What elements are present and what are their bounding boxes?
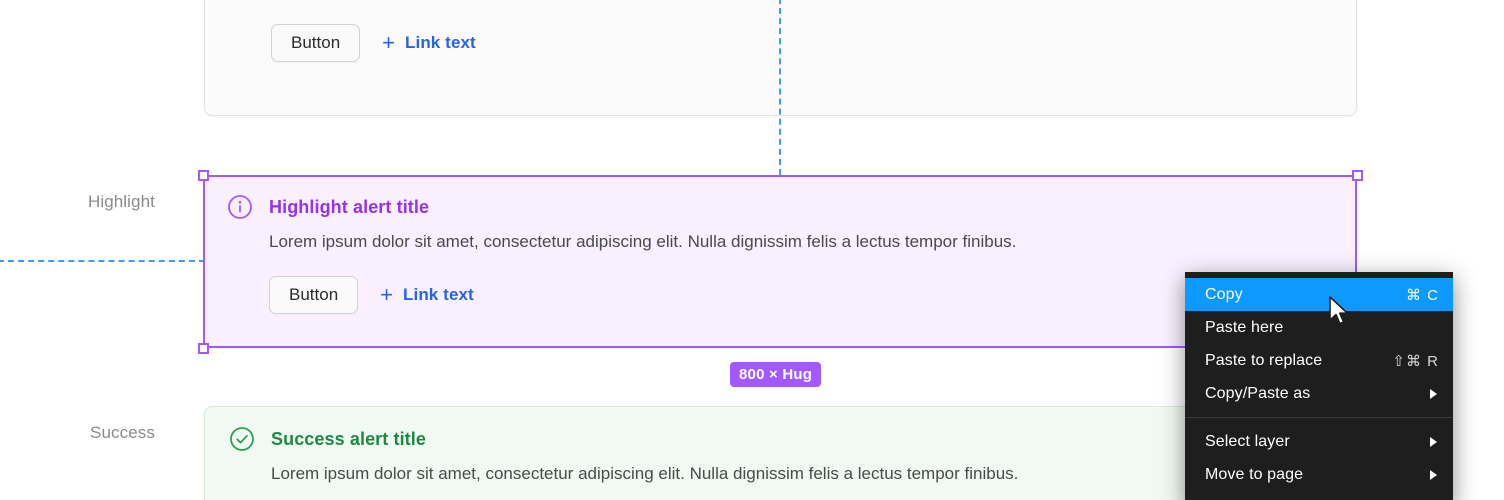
alert-header: Highlight alert title <box>227 193 1333 221</box>
context-menu-item-move-to-page[interactable]: Move to page <box>1185 458 1453 491</box>
info-circle-icon <box>227 194 253 220</box>
selection-handle-top-left[interactable] <box>198 170 209 181</box>
alert-link-label: Link text <box>403 285 474 304</box>
alert-body-text: Lorem ipsum dolor sit amet, consectetur … <box>271 464 1019 483</box>
context-menu-item-paste-here[interactable]: Paste here <box>1185 311 1453 344</box>
context-menu-item-label: Move to page <box>1205 465 1304 483</box>
plus-icon: + <box>380 282 394 307</box>
alert-card-highlight[interactable]: Highlight alert title Lorem ipsum dolor … <box>203 175 1357 348</box>
alert-card-success[interactable]: Success alert title Lorem ipsum dolor si… <box>204 406 1357 500</box>
context-menu-item-paste-to-replace[interactable]: Paste to replace ⇧⌘ R <box>1185 344 1453 377</box>
selection-handle-top-right[interactable] <box>1352 170 1363 181</box>
context-menu-item-label: Copy <box>1205 285 1243 303</box>
context-menu-item-label: Paste to replace <box>1205 351 1323 369</box>
alert-title: Success alert title <box>271 428 426 449</box>
context-menu-item-label: Paste here <box>1205 318 1284 336</box>
alignment-guide-horizontal <box>0 260 205 262</box>
alert-actions: Button + Link text <box>269 276 1333 314</box>
context-menu-item-select-layer[interactable]: Select layer <box>1185 425 1453 458</box>
alert-body-text: Lorem ipsum dolor sit amet, consectetur … <box>271 0 1332 2</box>
selection-handle-bottom-left[interactable] <box>198 343 209 354</box>
context-menu-item-label: Select layer <box>1205 432 1290 450</box>
row-label-success: Success <box>90 423 155 442</box>
alert-button[interactable]: Button <box>271 24 361 62</box>
alignment-guide-vertical <box>779 0 781 175</box>
context-menu-separator <box>1185 417 1453 418</box>
alert-body-text: Lorem ipsum dolor sit amet, consectetur … <box>269 232 1017 251</box>
chevron-right-icon <box>1430 388 1437 399</box>
context-menu[interactable]: Copy ⌘ C Paste here Paste to replace ⇧⌘ … <box>1185 272 1453 500</box>
selection-size-badge: 800 × Hug <box>730 362 822 387</box>
alert-link[interactable]: + Link text <box>382 32 476 54</box>
alert-link[interactable]: + Link text <box>380 284 474 306</box>
plus-icon: + <box>382 30 396 55</box>
alert-header: Success alert title <box>229 425 1332 453</box>
context-menu-item-label: Copy/Paste as <box>1205 384 1311 402</box>
row-label-highlight: Highlight <box>87 192 155 211</box>
check-circle-icon <box>229 426 255 452</box>
chevron-right-icon <box>1430 436 1437 447</box>
context-menu-item-shortcut: ⇧⌘ R <box>1392 352 1439 370</box>
alert-title: Highlight alert title <box>269 196 430 217</box>
context-menu-item-shortcut: ⌘ C <box>1406 286 1439 304</box>
chevron-right-icon <box>1430 469 1437 480</box>
alert-actions: Button + Link text <box>271 24 1332 62</box>
alert-link-label: Link text <box>405 33 476 52</box>
context-menu-item-copy-paste-as[interactable]: Copy/Paste as <box>1185 377 1453 410</box>
alert-button[interactable]: Button <box>269 276 359 314</box>
context-menu-item-copy[interactable]: Copy ⌘ C <box>1185 278 1453 311</box>
